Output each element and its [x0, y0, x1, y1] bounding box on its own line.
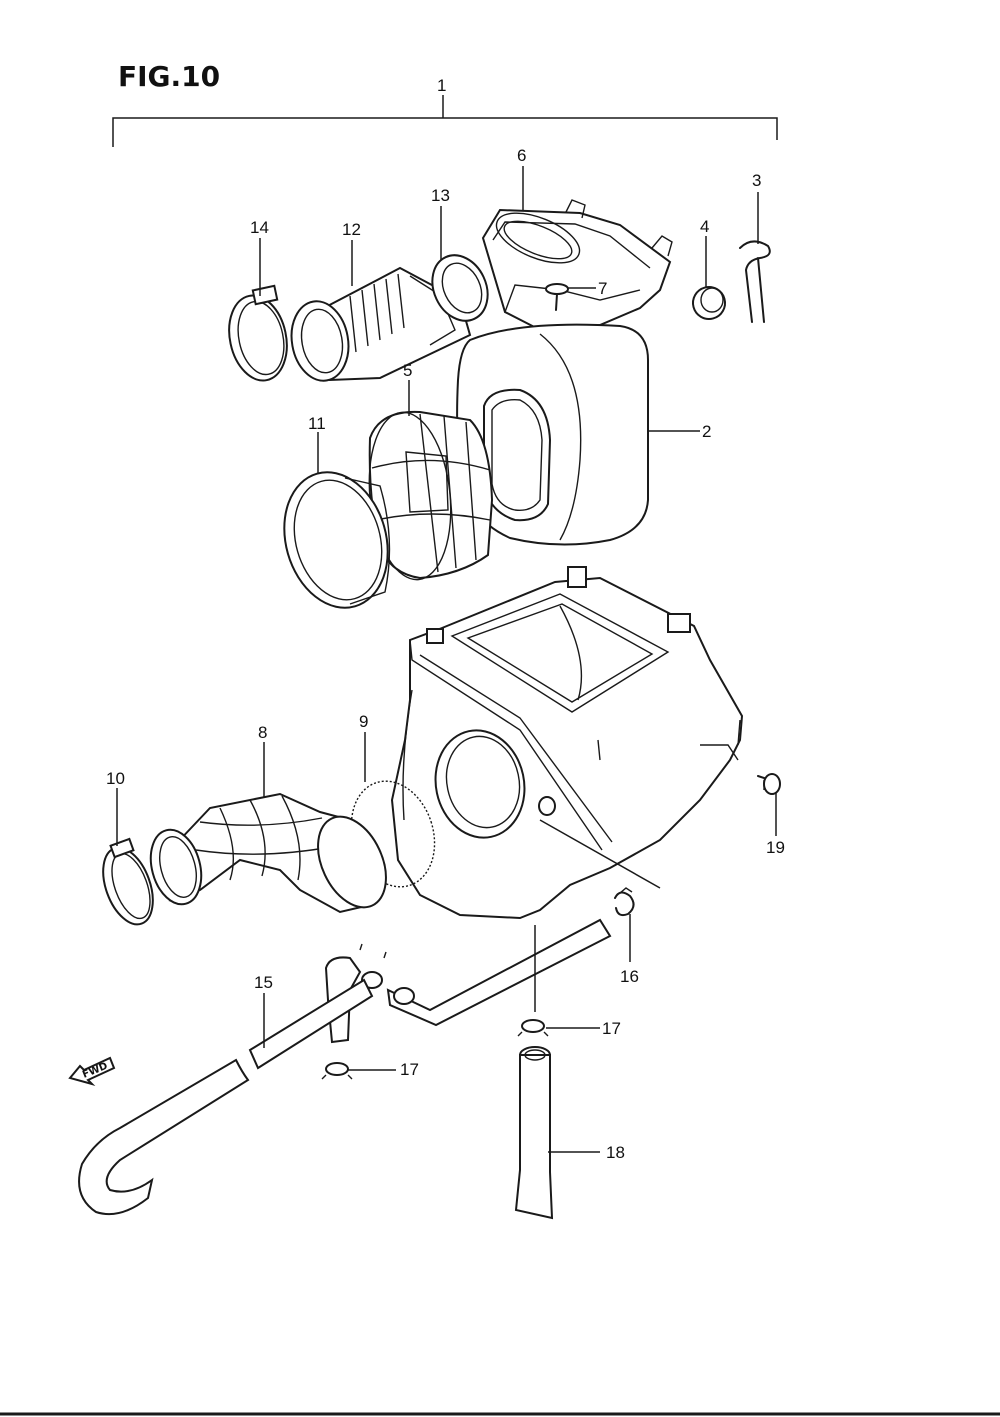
- callout-18: 18: [606, 1143, 625, 1162]
- callout-7: 7: [598, 279, 607, 298]
- callout-17-upper: 17: [602, 1019, 621, 1038]
- callout-8: 8: [258, 723, 267, 742]
- figure-title: FIG.10: [118, 60, 220, 93]
- part-19-bolt: [757, 773, 781, 795]
- callout-13: 13: [431, 186, 450, 205]
- callout-3: 3: [752, 171, 761, 190]
- callout-2: 2: [702, 422, 711, 441]
- part-8-inlet-duct: [149, 792, 387, 914]
- callout-1: 1: [437, 76, 446, 95]
- callout-12: 12: [342, 220, 361, 239]
- part-11-pre-filter: [283, 471, 391, 609]
- part-2-filter-element: [456, 323, 649, 546]
- part-3-clip: [739, 240, 771, 323]
- callout-10: 10: [106, 769, 125, 788]
- leader-lines: [116, 166, 777, 1153]
- part-6-cleaner-cap: [481, 199, 673, 336]
- callout-17-lower: 17: [400, 1060, 419, 1079]
- callout-5: 5: [403, 361, 412, 380]
- callout-16: 16: [620, 967, 639, 986]
- callout-9: 9: [359, 712, 368, 731]
- part-15-drain-hose: [78, 978, 374, 1216]
- part-12-intake-duct: [290, 266, 472, 382]
- part-7-screw: [545, 283, 569, 311]
- callout-14: 14: [250, 218, 269, 237]
- part-4-grommet: [692, 286, 726, 320]
- part-17-clip-upper: [517, 1019, 549, 1037]
- part-13-seal-ring: [431, 254, 489, 322]
- callout-15: 15: [254, 973, 273, 992]
- part-14-hose-clamp: [228, 284, 288, 382]
- part-16-clamp: [614, 887, 635, 917]
- callout-19: 19: [766, 838, 785, 857]
- callout-labels: 1 2 3 4 5 6 7 8 9 10 11 12 13 14 15 16 1…: [106, 76, 785, 1162]
- part-18-drain-tube: [514, 1046, 554, 1220]
- callout-11: 11: [308, 414, 326, 433]
- breather-hose: [324, 918, 612, 1044]
- callout-6: 6: [517, 146, 526, 165]
- assembly-bracket: [112, 95, 778, 147]
- air-cleaner-case: [390, 566, 744, 920]
- part-10-hose-clamp: [102, 837, 154, 926]
- callout-4: 4: [700, 217, 709, 236]
- fwd-direction-arrow: FWD: [68, 1056, 116, 1086]
- part-17-clip-lower: [321, 1062, 353, 1080]
